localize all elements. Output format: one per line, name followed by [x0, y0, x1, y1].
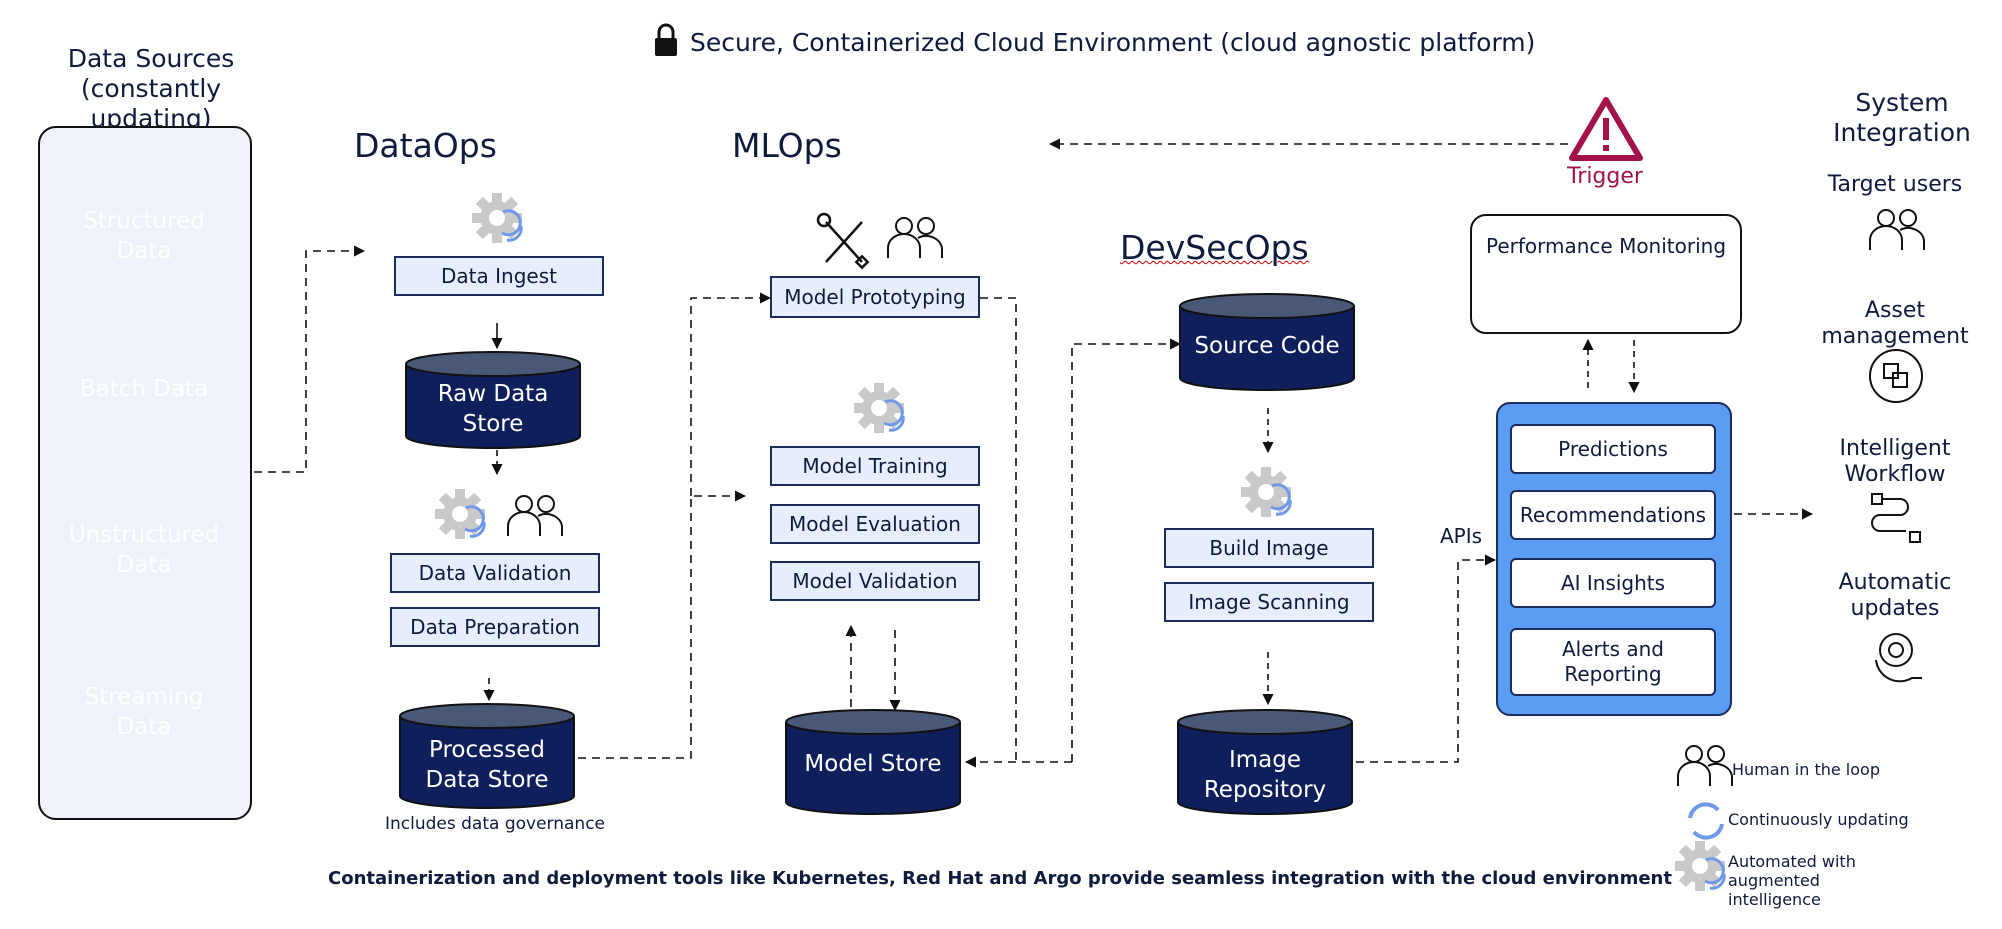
legend-updating: Continuously updating — [1728, 810, 1909, 829]
data-ingest-label: Data Ingest — [394, 256, 604, 296]
performance-monitoring-label: Performance Monitoring — [1485, 234, 1727, 258]
image-scanning-label: Image Scanning — [1164, 582, 1374, 622]
devsecops-title: DevSecOps — [1120, 228, 1309, 267]
streaming-data-label: Streaming Data — [84, 684, 204, 740]
data-sources-title: Data Sources (constantly updating) — [36, 44, 266, 134]
data-preparation-label: Data Preparation — [390, 607, 600, 647]
gear-icon — [470, 191, 524, 245]
data-sources-title-line-1: Data Sources — [67, 44, 235, 73]
unstructured-data-label: Unstructured Data — [68, 522, 220, 578]
build-image-label: Build Image — [1164, 528, 1374, 568]
performance-monitoring-box — [1470, 214, 1742, 334]
model-validation-label: Model Validation — [770, 561, 980, 601]
people-icon — [507, 495, 563, 537]
gear-icon — [433, 487, 487, 541]
people-icon — [1869, 209, 1925, 251]
people-icon — [1677, 745, 1733, 787]
raw-data-store-label: Raw Data Store — [437, 381, 549, 437]
image-repository-label: Image Repository — [1203, 747, 1327, 803]
tools-icon — [816, 212, 870, 270]
structured-data-label: Structured Data — [83, 208, 205, 264]
predictions-output: Predictions — [1510, 424, 1716, 474]
refresh-icon — [1688, 802, 1724, 840]
alerts-reporting-output: Alerts and Reporting — [1510, 628, 1716, 696]
dataops-title: DataOps — [354, 126, 497, 165]
recommendations-output: Recommendations — [1510, 490, 1716, 540]
asset-management-label: Asset management — [1821, 298, 1969, 350]
data-sources-title-line-2: (constantly updating) — [80, 74, 222, 133]
trigger-label: Trigger — [1567, 164, 1643, 189]
asset-icon — [1869, 349, 1923, 403]
governance-note: Includes data governance — [384, 814, 605, 834]
model-store-label: Model Store — [804, 751, 942, 778]
source-code-label: Source Code — [1194, 333, 1340, 360]
update-gear-icon — [1875, 633, 1922, 683]
workflow-icon — [1871, 493, 1921, 543]
gear-icon — [852, 381, 906, 435]
mlops-title: MLOps — [732, 126, 842, 165]
target-users-label: Target users — [1827, 172, 1963, 197]
model-training-label: Model Training — [770, 446, 980, 486]
legend-human: Human in the loop — [1732, 760, 1880, 779]
automatic-updates-label: Automatic updates — [1838, 570, 1952, 622]
footer-note: Containerization and deployment tools li… — [328, 868, 1672, 889]
data-validation-label: Data Validation — [390, 553, 600, 593]
apis-label: APIs — [1440, 524, 1483, 548]
data-sources-panel — [38, 126, 252, 820]
intelligent-workflow-label: Intelligent Workflow — [1839, 436, 1951, 488]
lock-icon — [655, 23, 677, 56]
model-evaluation-label: Model Evaluation — [770, 504, 980, 544]
processed-data-store-label: Processed Data Store — [425, 737, 549, 793]
model-prototyping-label: Model Prototyping — [770, 276, 980, 318]
env-title: Secure, Containerized Cloud Environment … — [690, 28, 1536, 57]
people-icon — [887, 217, 943, 259]
gear-icon — [1239, 465, 1293, 519]
warning-icon — [1569, 97, 1643, 161]
ai-insights-output: AI Insights — [1510, 558, 1716, 608]
batch-data-label: Batch Data — [79, 376, 209, 403]
legend-automated: Automated with augmented intelligence — [1728, 852, 1856, 910]
system-integration-title: System Integration — [1833, 88, 1971, 147]
